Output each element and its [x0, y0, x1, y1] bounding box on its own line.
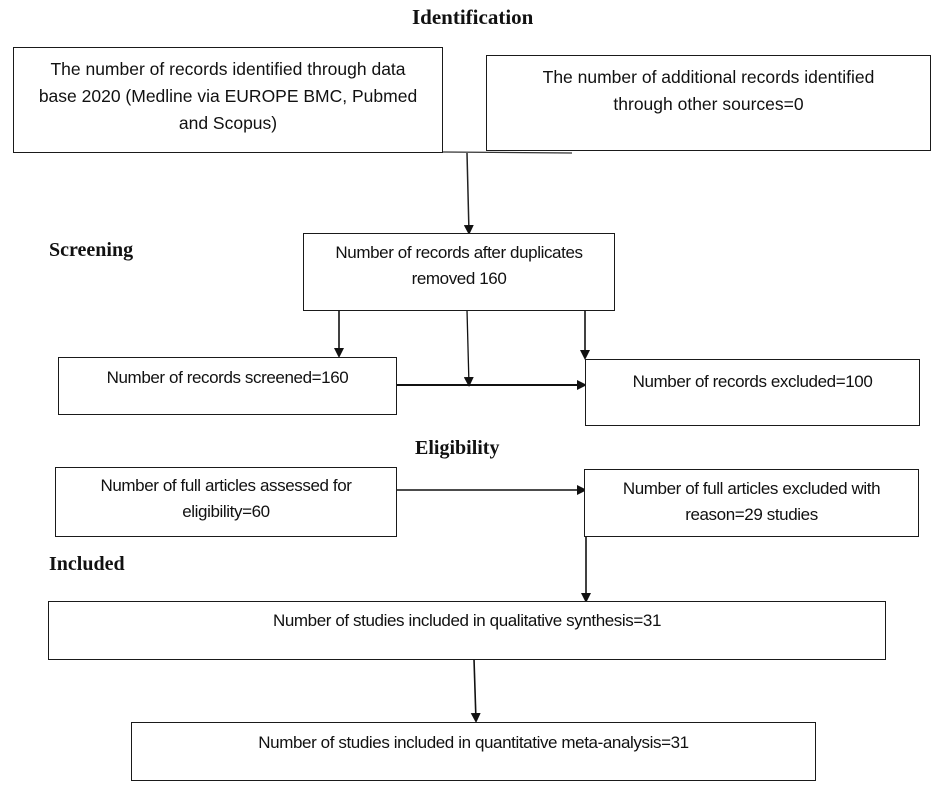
- stage-label-included: Included: [49, 553, 125, 575]
- records-screened-box: Number of records screened=160: [58, 357, 397, 415]
- full-articles-excluded-box: Number of full articles excluded with re…: [584, 469, 919, 537]
- stage-label-identification: Identification: [412, 5, 534, 29]
- qualitative-synthesis-box: Number of studies included in qualitativ…: [48, 601, 886, 660]
- stage-label-eligibility: Eligibility: [415, 437, 500, 459]
- merge-line: [442, 151, 573, 154]
- quantitative-meta-analysis-box: Number of studies included in quantitati…: [131, 722, 816, 781]
- full-articles-assessed-box: Number of full articles assessed for eli…: [55, 467, 397, 537]
- database-records-box: The number of records identified through…: [13, 47, 443, 153]
- arrow-to-duplicates: [463, 152, 474, 235]
- arrow-center: [463, 309, 474, 387]
- additional-records-box: The number of additional records identif…: [486, 55, 931, 151]
- stage-label-screening: Screening: [49, 239, 134, 261]
- arrow-to-quantitative: [470, 658, 481, 723]
- records-excluded-box: Number of records excluded=100: [585, 359, 920, 426]
- after-duplicates-box: Number of records after duplicates remov…: [303, 233, 615, 311]
